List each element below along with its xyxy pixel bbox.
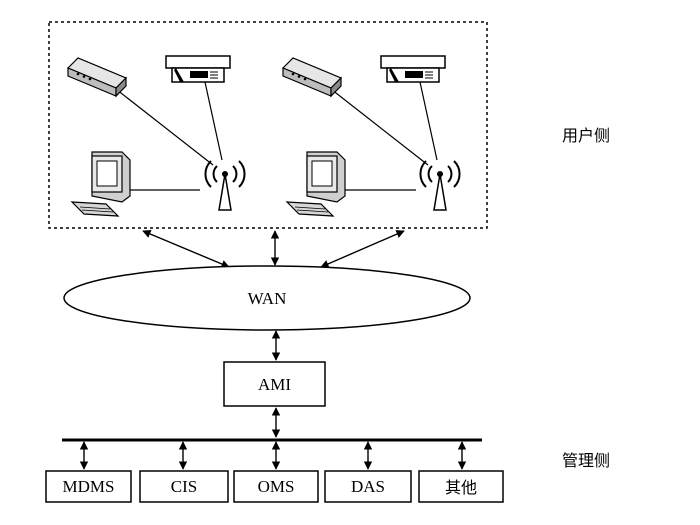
antenna-icon [204,160,246,211]
system-label: 其他 [445,478,477,497]
system-label: CIS [171,477,197,496]
router-icon [282,57,342,97]
link-arrow-left [142,230,230,268]
system-label: OMS [258,477,295,496]
computer-icon [71,151,131,217]
meter-icon [165,55,231,83]
link-arrow-right [320,230,405,268]
antenna-icon [419,160,461,211]
ami-label: AMI [258,375,291,394]
wan-ellipse [63,265,471,331]
system-label: DAS [351,477,385,496]
user-side-boundary [48,21,488,229]
system-mdms: MDMS [45,470,132,503]
system-das: DAS [324,470,412,503]
device-group-1 [67,55,246,217]
mgmt-side-label: 管理侧 [562,451,610,470]
system-cis: CIS [139,470,229,503]
bus-arrows [79,441,467,470]
router-icon [67,57,127,97]
system-label: MDMS [63,477,115,496]
computer-icon [286,151,346,217]
device-group-2 [282,55,461,217]
system-other: 其他 [418,470,504,503]
meter-icon [380,55,446,83]
wan-label: WAN [248,289,287,308]
system-oms: OMS [233,470,319,503]
ami-box [223,361,326,407]
user-side-label: 用户侧 [562,126,610,145]
